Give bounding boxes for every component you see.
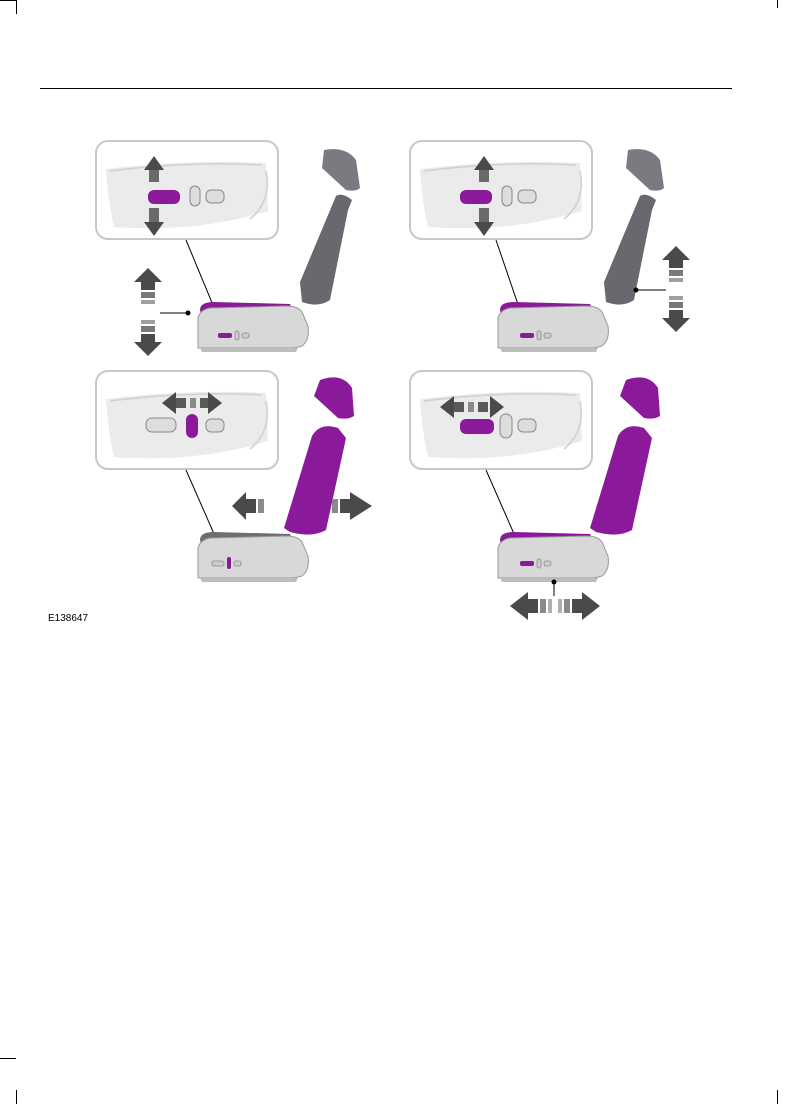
seat-adjustment-figure	[0, 0, 794, 640]
panel-seat-height	[96, 141, 360, 356]
crop-mark	[777, 1090, 778, 1104]
panel-fore-aft	[410, 371, 660, 620]
panel-recline	[96, 371, 372, 582]
panel-lumbar	[410, 141, 690, 352]
figure-id: E138647	[48, 613, 88, 624]
crop-mark	[16, 1090, 17, 1104]
crop-mark	[0, 1058, 16, 1059]
